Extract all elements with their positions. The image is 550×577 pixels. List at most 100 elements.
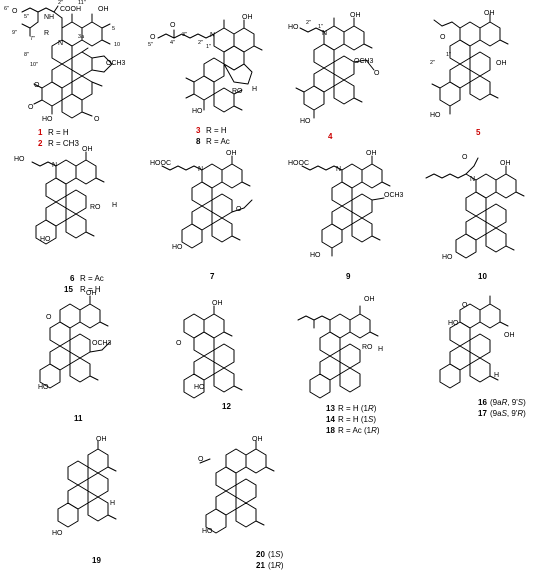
atom-n: N bbox=[198, 166, 204, 173]
atom-oh: OH bbox=[242, 14, 253, 21]
atom-oh: OH bbox=[212, 300, 223, 307]
atom-oh: OH bbox=[366, 150, 377, 157]
compound-label-13: 13 bbox=[326, 404, 335, 413]
atom-ho: HO bbox=[42, 116, 53, 123]
atom-cooh: COOH bbox=[60, 6, 81, 13]
atom-ho: HO bbox=[448, 320, 459, 327]
structure-9 bbox=[301, 155, 391, 257]
atom-o: O bbox=[176, 340, 182, 347]
compound-sub-17: (9aS, 9'R) bbox=[490, 409, 526, 418]
atom-oh: OH bbox=[364, 296, 375, 303]
atom-n: N bbox=[210, 32, 216, 39]
compound-label-21: 21 bbox=[256, 561, 265, 570]
atom-oh: OH bbox=[96, 436, 107, 443]
compound-label-17: 17 bbox=[478, 409, 487, 418]
locant: 2" bbox=[198, 40, 204, 46]
atom-oh: OH bbox=[500, 160, 511, 167]
structure-20-21 bbox=[199, 440, 275, 534]
compound-sub-16: (9aR, 9'S) bbox=[490, 398, 526, 407]
atom-r: R bbox=[44, 30, 50, 37]
compound-label-2: 2 bbox=[38, 139, 43, 148]
structure-12 bbox=[183, 305, 243, 399]
atom-o: O bbox=[150, 34, 156, 41]
atom-ro: RO bbox=[362, 344, 373, 351]
atom-o: O bbox=[46, 314, 52, 321]
structure-4 bbox=[295, 17, 375, 119]
atom-o: O bbox=[34, 82, 40, 89]
compound-label-3: 3 bbox=[196, 126, 201, 135]
compound-sub-13: R = H (1R) bbox=[338, 404, 377, 413]
compound-sub-2: R = CH3 bbox=[48, 139, 79, 148]
locant: 5 bbox=[112, 26, 116, 32]
locant: 11" bbox=[78, 0, 86, 6]
structure-5 bbox=[431, 13, 509, 115]
compound-sub-1: R = H bbox=[48, 128, 69, 137]
atom-ho: HO bbox=[52, 530, 63, 537]
atom-ho: HO bbox=[40, 236, 51, 243]
atom-n: N bbox=[58, 40, 64, 47]
atom-ho: HO bbox=[202, 528, 213, 535]
compound-label-5: 5 bbox=[476, 128, 481, 137]
structure-6-15 bbox=[31, 151, 105, 245]
locant: 3a bbox=[78, 34, 85, 40]
atom-n: N bbox=[336, 166, 342, 173]
atom-nh: NH bbox=[44, 14, 55, 21]
compound-sub-21: (1R) bbox=[268, 561, 284, 570]
compound-label-1: 1 bbox=[38, 128, 43, 137]
atom-och3: OCH3 bbox=[106, 60, 126, 67]
atom-hooc: HOOC bbox=[150, 160, 171, 167]
compound-label-19: 19 bbox=[92, 556, 101, 565]
locant: 10 bbox=[114, 42, 121, 48]
compound-label-9: 9 bbox=[346, 272, 351, 281]
atom-oh: OH bbox=[484, 10, 495, 17]
compound-label-15: 15 bbox=[64, 285, 73, 294]
atom-n: N bbox=[52, 162, 58, 169]
compound-sub-18: R = Ac (1R) bbox=[338, 426, 380, 435]
atom-o: O bbox=[94, 116, 100, 123]
structure-19 bbox=[57, 440, 117, 528]
compound-label-10: 10 bbox=[478, 272, 487, 281]
atom-o: O bbox=[462, 154, 468, 161]
atom-h: H bbox=[494, 372, 500, 379]
locant: 8" bbox=[24, 52, 30, 58]
atom-oh: OH bbox=[350, 12, 361, 19]
atom-oh: OH bbox=[504, 332, 515, 339]
atom-oh: OH bbox=[496, 60, 507, 67]
structure-10 bbox=[425, 157, 525, 259]
atom-ro: RO bbox=[90, 204, 101, 211]
compound-label-4: 4 bbox=[328, 132, 333, 141]
atom-o: O bbox=[236, 206, 242, 213]
atom-oh: OH bbox=[252, 436, 263, 443]
compound-sub-14: R = H (1S) bbox=[338, 415, 377, 424]
compound-sub-15: R = H bbox=[80, 285, 101, 294]
atom-n: N bbox=[322, 30, 328, 37]
compound-sub-8: R = Ac bbox=[206, 137, 230, 146]
atom-ro: RO bbox=[232, 88, 243, 95]
atom-ho: HO bbox=[194, 384, 205, 391]
structure-16-17 bbox=[439, 295, 509, 389]
compound-label-16: 16 bbox=[478, 398, 487, 407]
atom-h: H bbox=[252, 86, 258, 93]
atom-n: N bbox=[470, 176, 476, 183]
compound-sub-3: R = H bbox=[206, 126, 227, 135]
atom-o: O bbox=[462, 302, 468, 309]
structure-13-14-18 bbox=[297, 305, 379, 399]
locant: 4" bbox=[170, 40, 176, 46]
locant: 3" bbox=[182, 32, 188, 38]
atom-o: O bbox=[28, 104, 34, 111]
locant: 1" bbox=[318, 24, 324, 30]
locant: 7" bbox=[30, 36, 36, 42]
atom-oh: OH bbox=[98, 6, 109, 13]
atom-ho: HO bbox=[300, 118, 311, 125]
atom-och3: OCH3 bbox=[354, 58, 374, 65]
atom-h: H bbox=[110, 500, 116, 507]
atom-ho: HO bbox=[38, 384, 49, 391]
locant: 2" bbox=[306, 20, 312, 26]
structure-7 bbox=[161, 155, 253, 249]
locant: 1" bbox=[446, 52, 452, 58]
structure-11 bbox=[39, 295, 111, 389]
compound-label-7: 7 bbox=[210, 272, 215, 281]
locant: 2" bbox=[430, 60, 436, 66]
locant: 5" bbox=[24, 14, 30, 20]
compound-label-20: 20 bbox=[256, 550, 265, 559]
